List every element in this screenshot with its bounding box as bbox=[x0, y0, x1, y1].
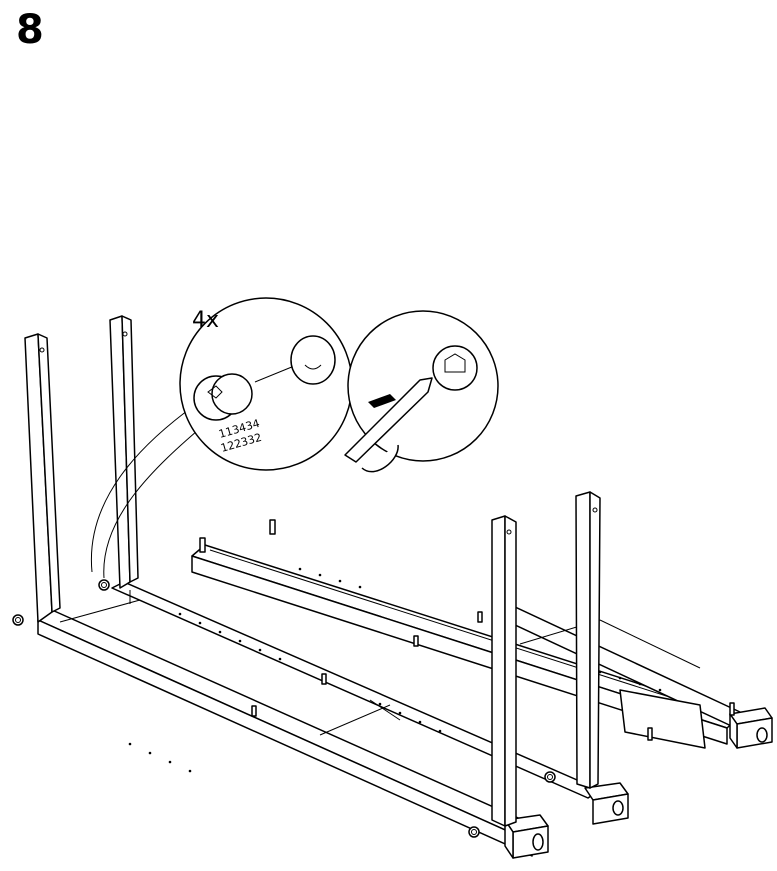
leg-left-back bbox=[109, 315, 139, 589]
leg-right-front bbox=[491, 515, 517, 827]
front-end-block bbox=[504, 782, 629, 859]
quantity-label: 4x bbox=[192, 308, 219, 333]
detail-circle-insert: 113434 122332 bbox=[179, 297, 353, 471]
step-number: 8 bbox=[16, 7, 44, 53]
hole-row bbox=[128, 567, 662, 773]
leg-left-front bbox=[24, 333, 61, 623]
detail-circle-screwdriver bbox=[344, 310, 499, 473]
back-end-block bbox=[647, 702, 773, 749]
front-frame bbox=[37, 567, 662, 857]
cam-fitting-icon bbox=[12, 579, 556, 838]
leg-right-back bbox=[575, 491, 601, 789]
